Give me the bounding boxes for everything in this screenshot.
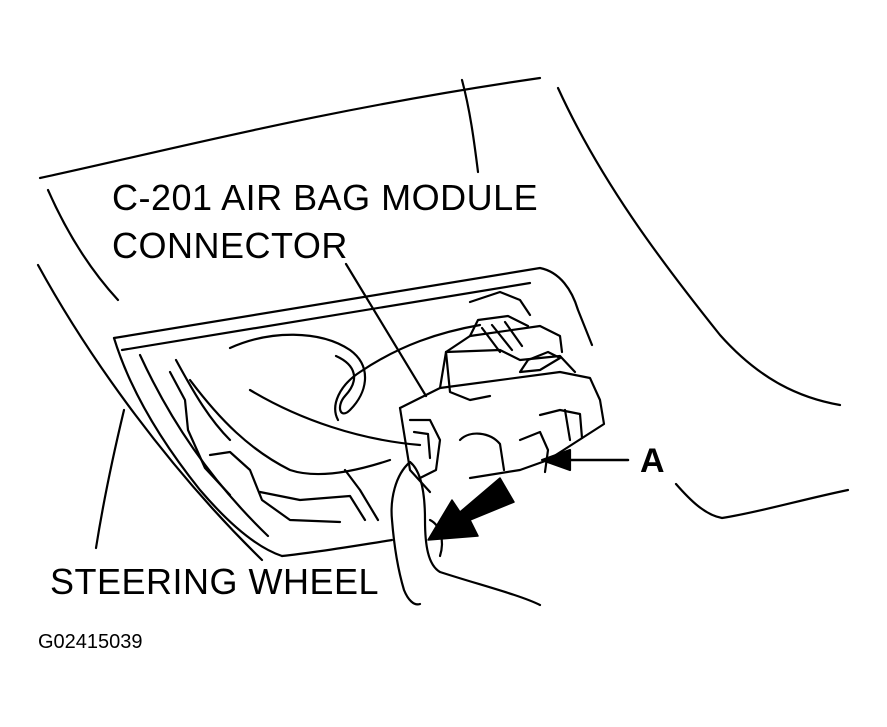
- figure-id-label: G02415039: [38, 631, 143, 653]
- pull-direction-arrow: [428, 478, 514, 540]
- steering-wheel-rim: [38, 265, 262, 560]
- air-bag-module-housing: [114, 268, 592, 556]
- c201-connector: [400, 316, 604, 492]
- leader-lines: [346, 264, 426, 396]
- release-tab-arrow: [542, 450, 628, 470]
- connector-label-line2: CONNECTOR: [112, 225, 348, 266]
- dashboard-outline: [40, 78, 848, 518]
- wire-harness: [230, 292, 530, 445]
- connector-label-line1: C-201 AIR BAG MODULE: [112, 177, 539, 218]
- steering-wheel-label: STEERING WHEEL: [50, 561, 380, 602]
- callout-a-label: A: [640, 442, 665, 480]
